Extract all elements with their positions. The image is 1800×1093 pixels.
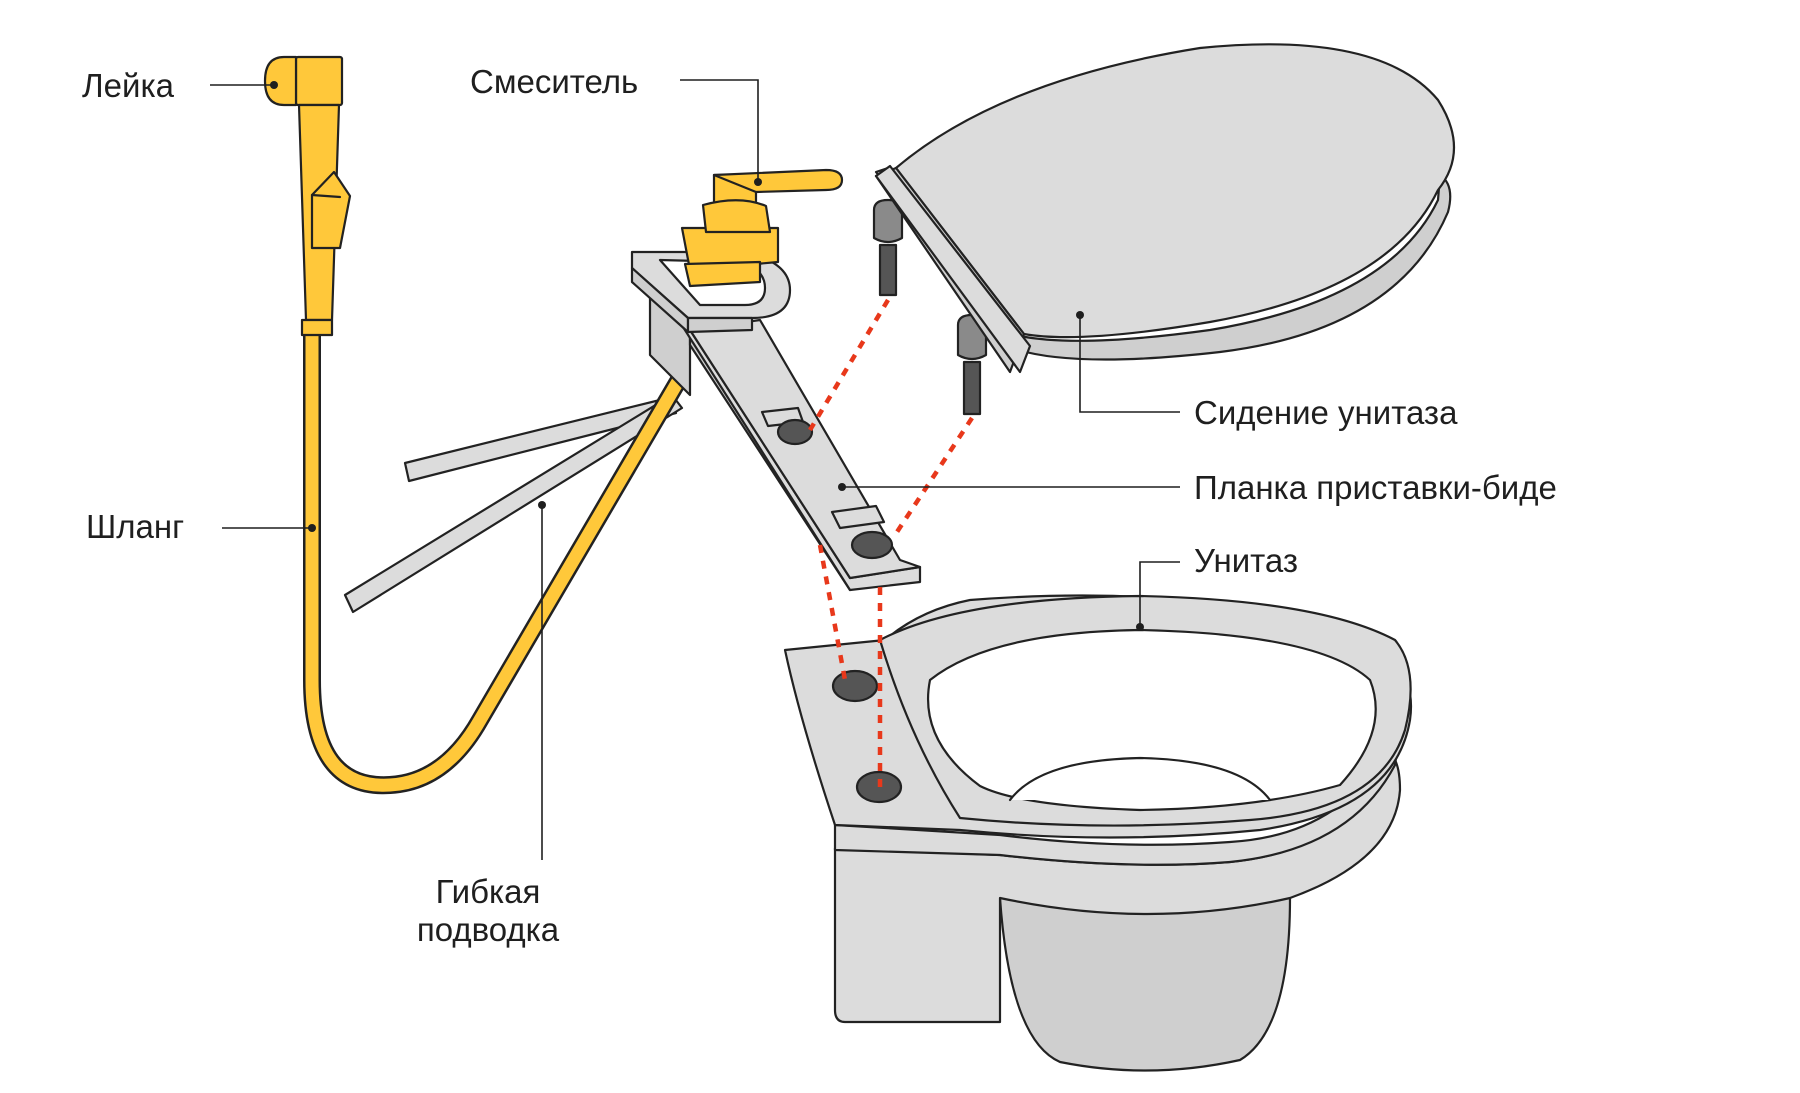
flexible-supply-hoses bbox=[343, 393, 684, 614]
label-flexible-supply: Гибкая подводка bbox=[398, 873, 578, 949]
label-hand-shower: Лейка bbox=[82, 67, 174, 104]
leader-lines bbox=[210, 79, 1180, 860]
shower-hose bbox=[303, 321, 689, 795]
toilet-seat bbox=[874, 43, 1455, 374]
seat-mounting-bolts bbox=[872, 198, 988, 416]
label-toilet-seat: Сидение унитаза bbox=[1194, 394, 1458, 431]
alignment-guides bbox=[808, 298, 974, 790]
mixer-valve bbox=[680, 168, 844, 288]
label-bidet-bar: Планка приставки-биде bbox=[1194, 469, 1557, 506]
bidet-bar bbox=[630, 250, 922, 592]
label-flexible-supply-line2: подводка bbox=[416, 911, 560, 948]
label-mixer: Смеситель bbox=[470, 63, 639, 100]
hand-shower bbox=[263, 55, 352, 337]
label-hose: Шланг bbox=[86, 508, 185, 545]
toilet-bowl bbox=[783, 594, 1413, 1072]
label-flexible-supply-line1: Гибкая bbox=[435, 873, 541, 910]
label-toilet: Унитаз bbox=[1194, 542, 1298, 579]
